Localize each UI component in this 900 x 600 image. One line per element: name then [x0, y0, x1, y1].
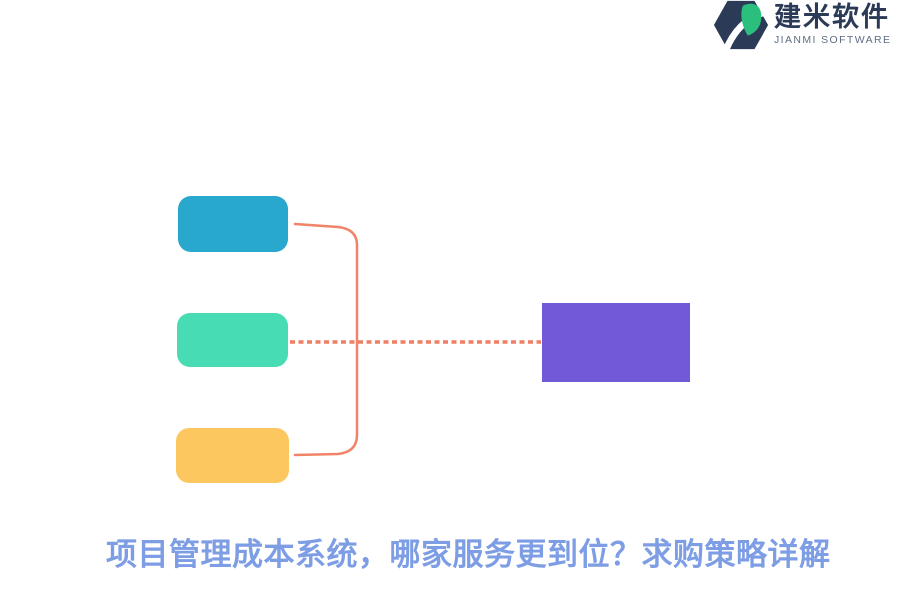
- node-right-purple: [542, 303, 690, 382]
- caption-title: 项目管理成本系统，哪家服务更到位？求购策略详解: [106, 537, 831, 572]
- node-top-blue: [178, 196, 288, 252]
- logo-name: 建米软件: [774, 2, 890, 32]
- node-middle-green: [177, 313, 288, 367]
- logo-text: 建米软件 JIANMI SOFTWARE: [774, 0, 900, 47]
- bracket-connector-line: [293, 222, 359, 457]
- logo-hexagon-icon: [713, 0, 770, 52]
- logo-leaf-icon: [741, 3, 762, 36]
- node-bottom-yellow: [176, 428, 289, 483]
- logo-subtitle: JIANMI SOFTWARE: [774, 34, 892, 46]
- logo: 建米软件 JIANMI SOFTWARE: [710, 0, 900, 55]
